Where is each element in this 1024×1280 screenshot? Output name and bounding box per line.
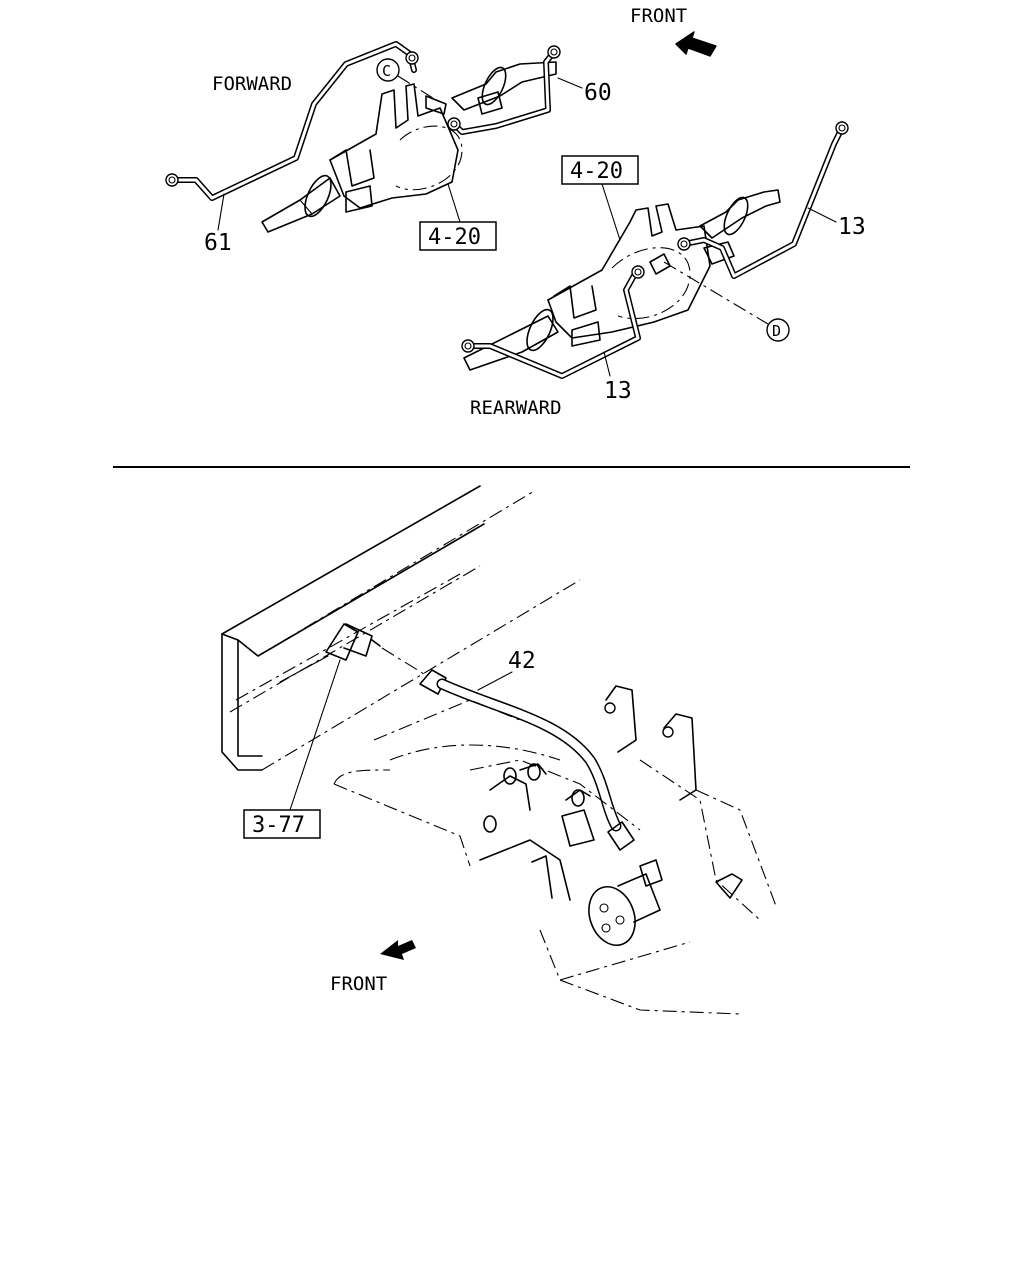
forward-axle — [261, 61, 557, 233]
front-arrow-top-icon — [675, 31, 717, 57]
pipe-13-upper — [677, 121, 849, 279]
rear-suspension — [333, 685, 777, 1015]
ref-box-forward: 4-20 — [419, 183, 497, 251]
forward-label: FORWARD — [212, 73, 292, 95]
circle-d-callout: D — [663, 261, 790, 342]
circle-c-letter: C — [382, 62, 391, 80]
callout-42: 42 — [508, 648, 536, 674]
ref-box-frame: 3-77 — [243, 659, 341, 839]
callout-61: 61 — [204, 230, 232, 256]
frame-rail — [221, 485, 581, 771]
ref-box-rearward-text: 4-20 — [570, 159, 623, 184]
circle-c-callout: C — [376, 58, 437, 101]
pipe-61 — [165, 41, 419, 201]
bottom-section: 42 3-77 FRONT — [221, 485, 777, 1015]
callout-13-upper: 13 — [838, 214, 866, 240]
ref-box-forward-text: 4-20 — [428, 225, 481, 250]
front-label-bottom: FRONT — [330, 973, 387, 995]
pipe-13-lower — [461, 253, 671, 379]
ref-box-frame-text: 3-77 — [252, 813, 305, 838]
rearward-axle — [463, 189, 781, 371]
callout-60: 60 — [584, 80, 612, 106]
callout-13-lower: 13 — [604, 378, 632, 404]
rearward-label: REARWARD — [470, 397, 562, 419]
pipe-60 — [425, 45, 561, 135]
front-arrow-bottom-icon — [380, 940, 416, 960]
ref-box-rearward: 4-20 — [561, 155, 639, 241]
circle-d-letter: D — [772, 322, 781, 340]
hose-42 — [279, 623, 635, 851]
front-label-top: FRONT — [630, 5, 687, 27]
top-section: FRONT — [165, 5, 866, 419]
